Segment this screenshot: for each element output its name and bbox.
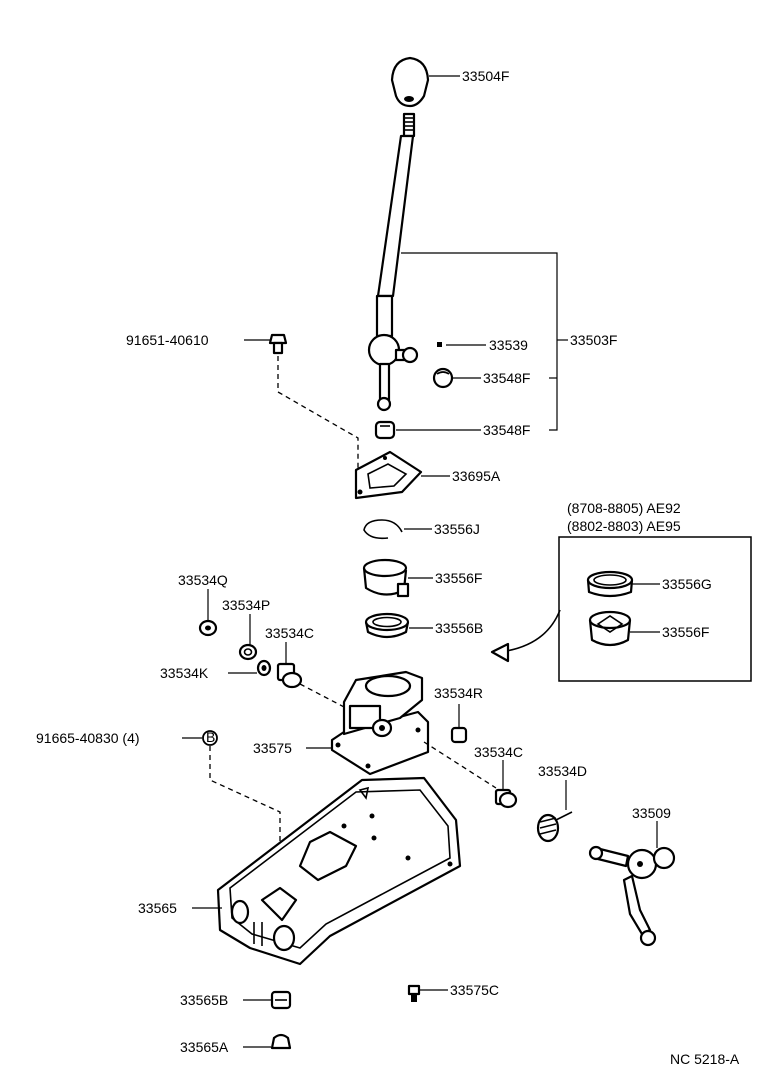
label-33504F: 33504F: [462, 68, 509, 84]
bushing-33548F-upper: [432, 367, 454, 389]
label-33534Q: 33534Q: [178, 572, 228, 588]
label-33565B: 33565B: [180, 992, 228, 1008]
washer-33534K: [256, 659, 272, 677]
bolt-marker-b-circle: [202, 730, 218, 746]
label-91665-40830: 91665-40830 (4): [36, 730, 140, 746]
spring-33534D: [536, 811, 573, 843]
shift-housing-33575: [330, 670, 430, 776]
washer-33534P: [238, 643, 258, 661]
label-33565: 33565: [138, 900, 177, 916]
shift-arm-33509: [588, 845, 676, 947]
label-33534C-left: 33534C: [265, 625, 314, 641]
label-33509: 33509: [632, 805, 671, 821]
nut-33565A: [270, 1033, 292, 1050]
bolt-91651-40610: [268, 333, 288, 355]
label-33548F-upper: 33548F: [483, 370, 530, 386]
label-33534C-right: 33534C: [474, 744, 523, 760]
label-33575: 33575: [253, 740, 292, 756]
label-33556J: 33556J: [434, 521, 480, 537]
label-33548F-lower: 33548F: [483, 422, 530, 438]
label-33695A: 33695A: [452, 468, 501, 484]
diagram-code: NC 5218-A: [670, 1051, 740, 1067]
label-91651-40610: 91651-40610: [126, 332, 209, 348]
label-33556F-inset: 33556F: [662, 624, 709, 640]
screw-33575C: [407, 984, 421, 1002]
plate-33695A: [354, 450, 423, 500]
grommet-33565B: [270, 990, 292, 1010]
label-33539: 33539: [489, 337, 528, 353]
snap-ring-33556J: [363, 519, 403, 540]
shift-lever: [367, 112, 419, 412]
label-33556F: 33556F: [435, 570, 482, 586]
inset-arrowhead: [490, 642, 510, 663]
inset-header-line1: (8708-8805) AE92: [567, 500, 681, 516]
bushing-33548F-lower: [374, 420, 396, 440]
label-33534P: 33534P: [222, 597, 270, 613]
sleeve-33556F-inset: [588, 610, 632, 647]
bushing-33534C-right: [494, 788, 518, 809]
ring-33556G-inset: [586, 570, 634, 598]
pin-33539: [437, 342, 442, 347]
inset-header-line2: (8802-8803) AE95: [567, 518, 681, 534]
shift-base-33565: [216, 776, 462, 966]
sleeve-33556F: [362, 558, 410, 598]
pin-33534R: [450, 726, 468, 744]
label-33556B: 33556B: [435, 620, 483, 636]
label-33534D: 33534D: [538, 763, 587, 779]
bushing-33534C-left: [276, 662, 303, 689]
washer-33534Q: [198, 619, 218, 637]
ring-33556B: [364, 612, 410, 639]
label-33534R: 33534R: [434, 685, 483, 701]
label-33534K: 33534K: [160, 665, 209, 681]
label-33575C: 33575C: [450, 982, 499, 998]
inset-box: [558, 536, 752, 682]
bolt-marker-b: B: [206, 729, 215, 745]
label-33565A: 33565A: [180, 1039, 229, 1055]
label-33503F: 33503F: [570, 332, 617, 348]
shift-knob: [390, 56, 430, 108]
label-33556G-inset: 33556G: [662, 576, 712, 592]
